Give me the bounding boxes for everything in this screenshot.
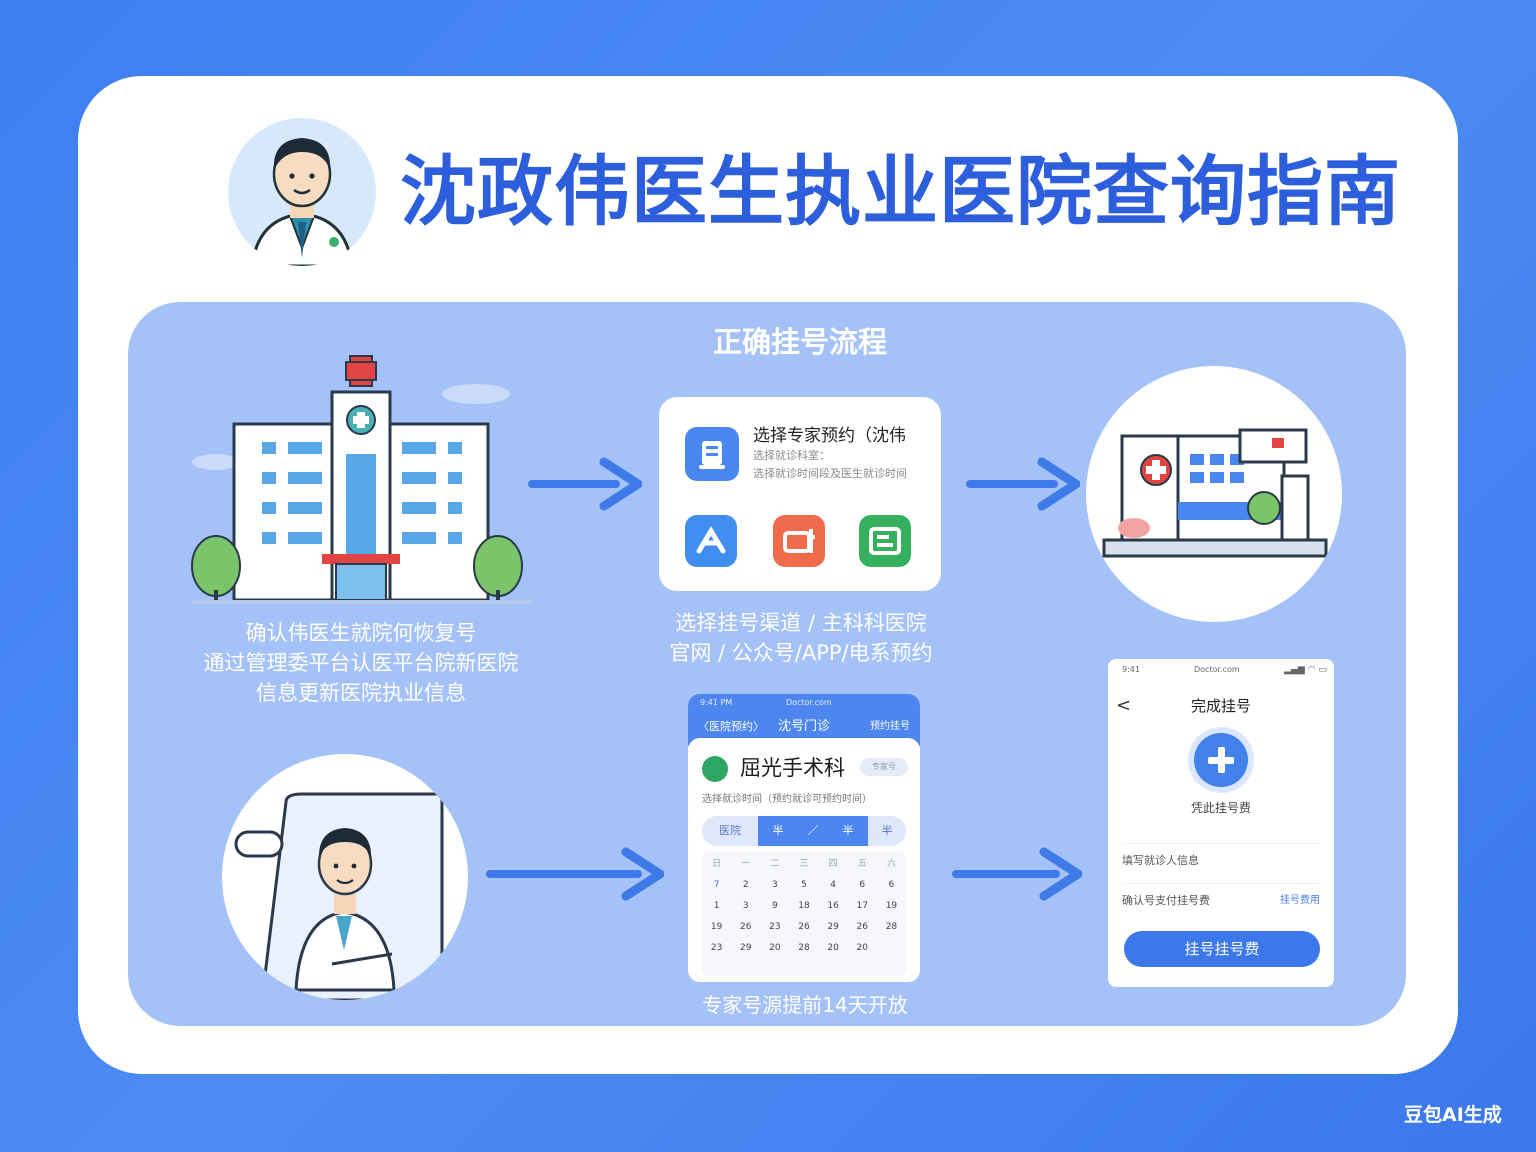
calendar-day[interactable] <box>877 938 906 959</box>
signal-wifi-battery-icon: ▂▄▆ ◠ ▭ <box>1284 665 1327 675</box>
payment-row[interactable]: 确认号支付挂号费 <box>1122 883 1320 923</box>
calendar-day[interactable]: 26 <box>856 922 868 932</box>
calendar-day[interactable]: 28 <box>885 922 898 932</box>
doctor-circle-illustration <box>222 754 468 1000</box>
channel-card-subtitle: 选择就诊时间段及医生就诊时间 <box>753 467 907 480</box>
calendar-day[interactable]: 20 <box>769 943 781 953</box>
nav-title: 沈号门诊 <box>778 719 831 734</box>
department-icon <box>702 756 728 782</box>
phone-body: 屈光手术科 专家号 选择就诊时间（预约就诊可预约时间） 医院 半 ／ 半 半 日… <box>688 738 920 982</box>
calendar-day[interactable]: 1 <box>713 901 720 911</box>
calendar-day[interactable]: 29 <box>827 922 839 932</box>
calendar-caption: 专家号源提前14天开放 <box>702 993 908 1017</box>
calendar-weekday: 三 <box>799 859 809 869</box>
calendar-weekday: 一 <box>741 859 751 869</box>
back-icon[interactable]: < <box>1116 695 1132 716</box>
hospital-illustration <box>186 350 536 610</box>
segment-option[interactable]: 半 <box>758 816 798 846</box>
hospital-circle-illustration <box>1086 366 1342 622</box>
calendar-day[interactable]: 3 <box>771 880 778 890</box>
department-subtitle: 选择就诊时间（预约就诊可预约时间） <box>702 794 872 805</box>
arrow-right-icon <box>486 847 664 901</box>
calendar-weekday: 二 <box>770 859 780 869</box>
channel-card: 选择专家预约（沈伟 选择就诊科室： 选择就诊时间段及医生就诊时间 <box>659 397 941 591</box>
department-badge: 专家号 <box>860 758 908 776</box>
brand-watermark: 豆包AI生成 <box>1404 1104 1502 1126</box>
wechat-account-icon[interactable] <box>773 515 825 567</box>
calendar-phone-screen: 9:41 PM Doctor.com 〈医院预约〉 沈号门诊 预约挂号 屈光手术… <box>688 694 920 982</box>
phone-header: 9:41 PM Doctor.com 〈医院预约〉 沈号门诊 预约挂号 <box>688 694 920 746</box>
calendar-day[interactable]: 2 <box>742 880 749 890</box>
payment-label: 确认号支付挂号费 <box>1122 894 1210 907</box>
calendar-weekday: 五 <box>857 859 867 869</box>
arrow-right-icon <box>952 847 1082 901</box>
arrow-right-icon <box>966 457 1080 511</box>
segment-option[interactable]: 医院 <box>719 824 741 837</box>
calendar-day[interactable]: 20 <box>856 943 868 953</box>
calendar-day[interactable]: 17 <box>856 901 868 911</box>
app-booking-icon[interactable] <box>859 515 911 567</box>
nav-action[interactable]: 预约挂号 <box>870 721 910 732</box>
calendar-day[interactable]: 16 <box>827 901 839 911</box>
status-time: 9:41 PM <box>700 698 733 707</box>
calendar-day[interactable]: 6 <box>888 880 895 890</box>
official-site-icon[interactable] <box>685 515 737 567</box>
status-site: Doctor.com <box>786 698 832 707</box>
calendar-day[interactable]: 23 <box>769 922 781 932</box>
pay-registration-button[interactable]: 挂号挂号费 <box>1124 931 1320 967</box>
calendar-day[interactable]: 26 <box>739 922 752 932</box>
completion-title: 完成挂号 <box>1190 697 1251 715</box>
calendar-day[interactable]: 28 <box>798 943 810 953</box>
department-name: 屈光手术科 <box>740 756 845 780</box>
step1-caption-3: 信息更新医院执业信息 <box>256 681 466 705</box>
period-segmented-control: 医院 半 ／ 半 半 <box>702 816 906 846</box>
section-title: 正确挂号流程 <box>712 325 887 359</box>
step1-caption-2: 通过管理委平台认医平台院新医院 <box>203 651 519 675</box>
calendar-day[interactable]: 26 <box>798 922 810 932</box>
calendar-day[interactable]: 18 <box>798 901 810 911</box>
calendar-day[interactable]: 5 <box>801 880 807 890</box>
arrow-right-icon <box>528 457 642 511</box>
nav-back-link[interactable]: 〈医院预约〉 <box>698 720 764 733</box>
status-site: Doctor.com <box>1194 665 1240 674</box>
calendar-day[interactable]: 7 <box>713 880 720 890</box>
calendar-day[interactable]: 3 <box>742 901 749 911</box>
patient-info-row[interactable]: 填写就诊人信息 <box>1122 843 1320 883</box>
calendar-weekday: 六 <box>886 859 896 869</box>
calendar-day[interactable]: 9 <box>771 901 778 911</box>
segment-option[interactable]: ／ <box>798 816 828 846</box>
channel-card-title: 选择专家预约（沈伟 <box>753 426 906 446</box>
appointment-app-icon <box>685 427 739 481</box>
doctor-avatar <box>228 118 376 266</box>
status-time: 9:41 <box>1122 665 1140 674</box>
calendar-day[interactable]: 29 <box>739 943 752 953</box>
calendar-day[interactable]: 19 <box>885 901 898 911</box>
calendar-day[interactable]: 6 <box>859 880 866 890</box>
step1-caption-1: 确认伟医生就院何恢复号 <box>245 621 477 645</box>
completion-phone-screen: 9:41 Doctor.com ▂▄▆ ◠ ▭ 完成挂号 < 凭此挂号费 填写就… <box>1108 659 1334 987</box>
calendar-weekday: 四 <box>828 859 838 869</box>
calendar-day[interactable]: 4 <box>830 880 836 890</box>
calendar-day[interactable]: 20 <box>827 943 839 953</box>
calendar-day[interactable]: 19 <box>710 922 723 932</box>
add-plus-icon[interactable] <box>1194 733 1248 787</box>
calendar-day[interactable]: 23 <box>710 943 723 953</box>
calendar-weekday: 日 <box>712 859 722 869</box>
channel-card-subtitle: 选择就诊科室： <box>753 449 830 462</box>
completion-subtitle: 凭此挂号费 <box>1190 801 1251 815</box>
segment-option[interactable]: 半 <box>881 824 893 837</box>
segment-option[interactable]: 半 <box>828 816 868 846</box>
step2-caption-2: 官网 / 公众号/APP/电系预约 <box>669 641 933 665</box>
fee-link[interactable]: 挂号费用 <box>1280 895 1320 906</box>
patient-info-label: 填写就诊人信息 <box>1122 854 1199 867</box>
step2-caption-1: 选择挂号渠道 / 主科科医院 <box>675 611 927 635</box>
page-title: 沈政伟医生执业医院查询指南 <box>400 147 1401 236</box>
